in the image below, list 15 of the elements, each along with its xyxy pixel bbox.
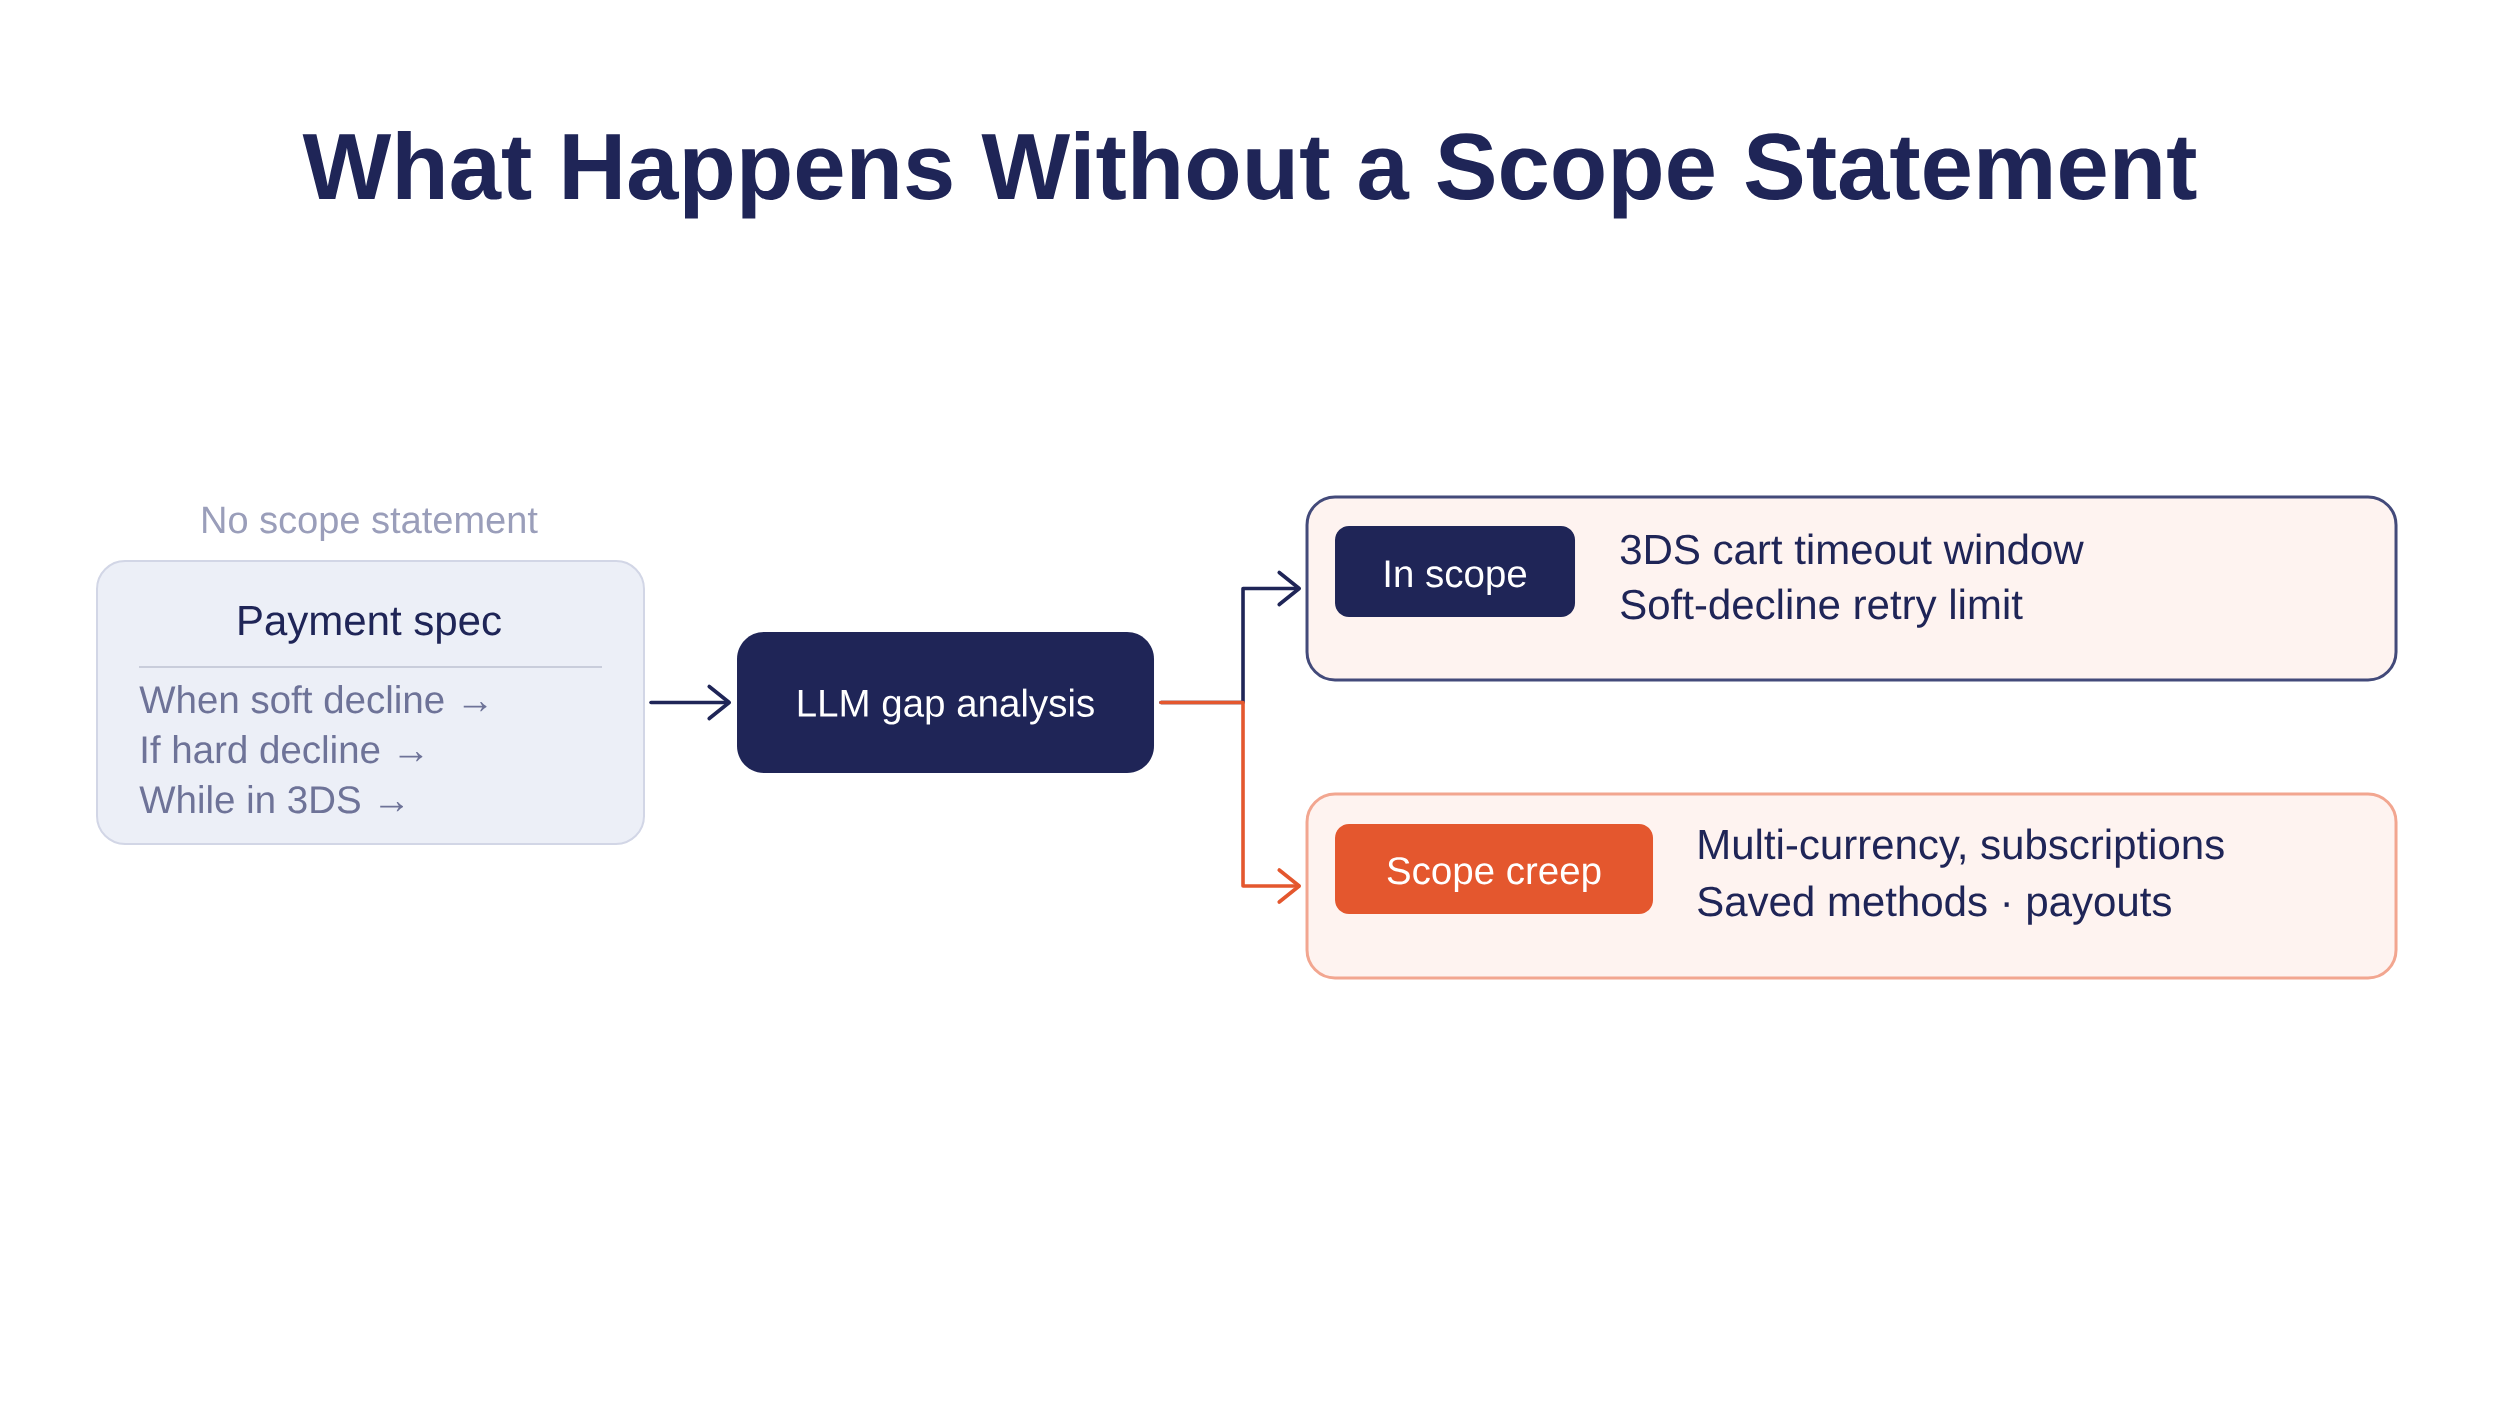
item-text: Soft-decline retry limit [1621,588,2023,628]
process-box: LLM gap analysis [737,632,1154,773]
item-text: 3DS cart timeout window [1620,533,2084,565]
list-item: While in 3DS → [139,785,403,814]
arrow [1159,700,1301,904]
item-text: Multi-currency, subscriptions [1699,828,2224,868]
badge: In scope [1335,526,1575,617]
badge: Scope creep [1335,824,1653,914]
title: What Happens Without a Scope Statement [302,130,2197,219]
item-text: Saved methods · payouts [1698,885,2171,925]
list-item: When soft decline → [139,685,487,714]
list-item: If hard decline → [142,735,423,764]
card-title: Payment spec [239,606,501,644]
arrow [649,684,731,721]
card-caption: No scope statement [203,506,538,541]
